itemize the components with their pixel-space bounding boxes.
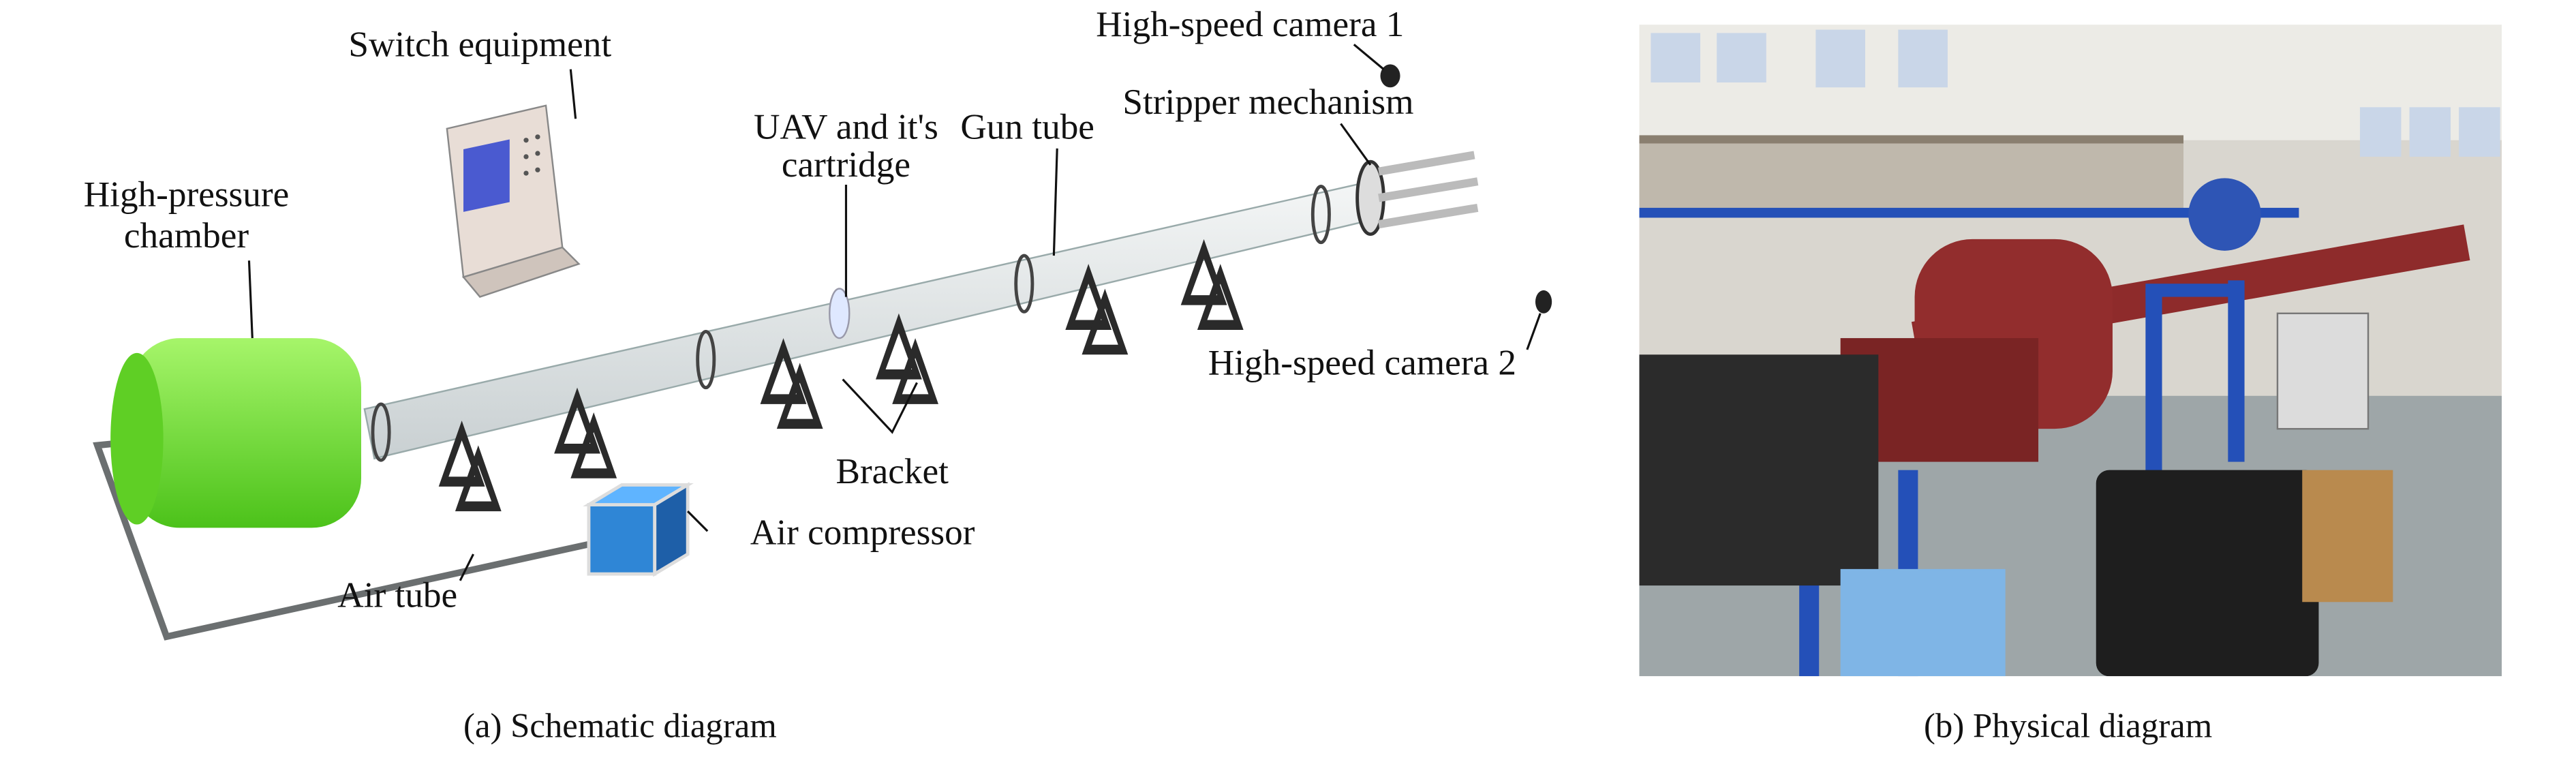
label-switch-equipment: Switch equipment <box>348 24 611 64</box>
caption-b: (b) Physical diagram <box>1924 707 2212 745</box>
tube-flanges <box>371 185 1331 462</box>
label-uav-line2: cartridge <box>782 144 910 185</box>
caption-a: (a) Schematic diagram <box>463 707 777 745</box>
switch-equipment <box>446 104 581 298</box>
label-gun-tube: Gun tube <box>960 106 1094 147</box>
high-speed-camera-1 <box>1380 64 1400 88</box>
label-uav-line1: UAV and it's <box>754 106 938 147</box>
leader-lines <box>247 44 1542 581</box>
label-air-tube: Air tube <box>337 575 457 615</box>
air-compressor <box>583 482 694 577</box>
stripper-mechanism <box>1355 151 1479 237</box>
label-bracket: Bracket <box>835 451 949 491</box>
label-camera-1: High-speed camera 1 <box>1096 4 1404 44</box>
label-chamber-line2: chamber <box>124 215 249 256</box>
label-stripper-mechanism: Stripper mechanism <box>1122 82 1413 122</box>
label-air-compressor: Air compressor <box>750 513 975 553</box>
schematic-diagram: High-speed camera 1 Switch equipment Str… <box>84 4 1552 745</box>
label-chamber-line1: High-pressure <box>84 174 290 214</box>
uav-cartridge <box>829 288 850 339</box>
high-pressure-chamber <box>110 338 362 528</box>
physical-photo: (b) Physical diagram <box>1639 25 2502 745</box>
label-camera-2: High-speed camera 2 <box>1208 342 1516 382</box>
high-speed-camera-2 <box>1535 290 1552 314</box>
